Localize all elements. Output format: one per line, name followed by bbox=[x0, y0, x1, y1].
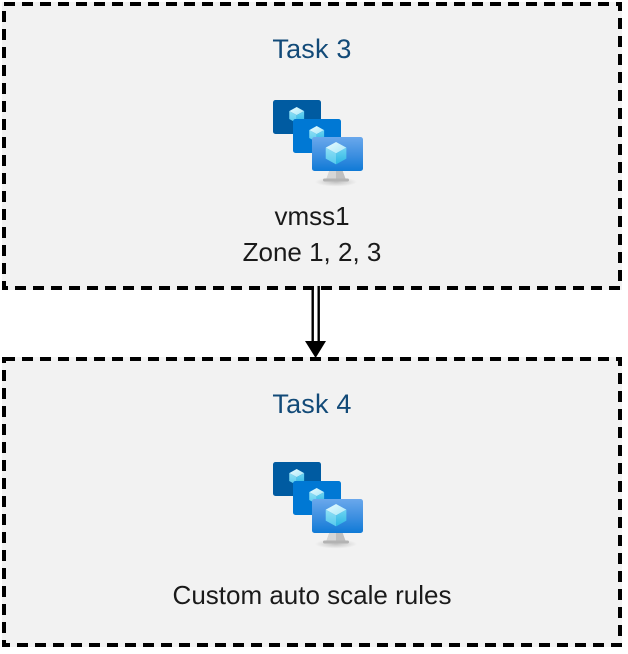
task-3-title: Task 3 bbox=[272, 34, 352, 64]
task-4-box: Task 4 bbox=[2, 357, 622, 647]
vmss-zones-label: Zone 1, 2, 3 bbox=[242, 237, 382, 267]
double-line-arrow-icon bbox=[305, 286, 326, 358]
vmss-icon bbox=[273, 100, 363, 187]
autoscale-rules-label: Custom auto scale rules bbox=[172, 580, 452, 610]
vmss-monitor-front bbox=[312, 499, 363, 533]
vmss-name-label: vmss1 bbox=[274, 201, 350, 231]
vmss-monitor-stand bbox=[323, 531, 349, 544]
task-4-title: Task 4 bbox=[272, 389, 352, 419]
vmss-monitor-stand bbox=[323, 169, 349, 182]
vmss-monitor-front bbox=[312, 137, 363, 171]
task-3-box: Task 3 bbox=[2, 2, 622, 290]
vmss-icon bbox=[273, 462, 363, 549]
